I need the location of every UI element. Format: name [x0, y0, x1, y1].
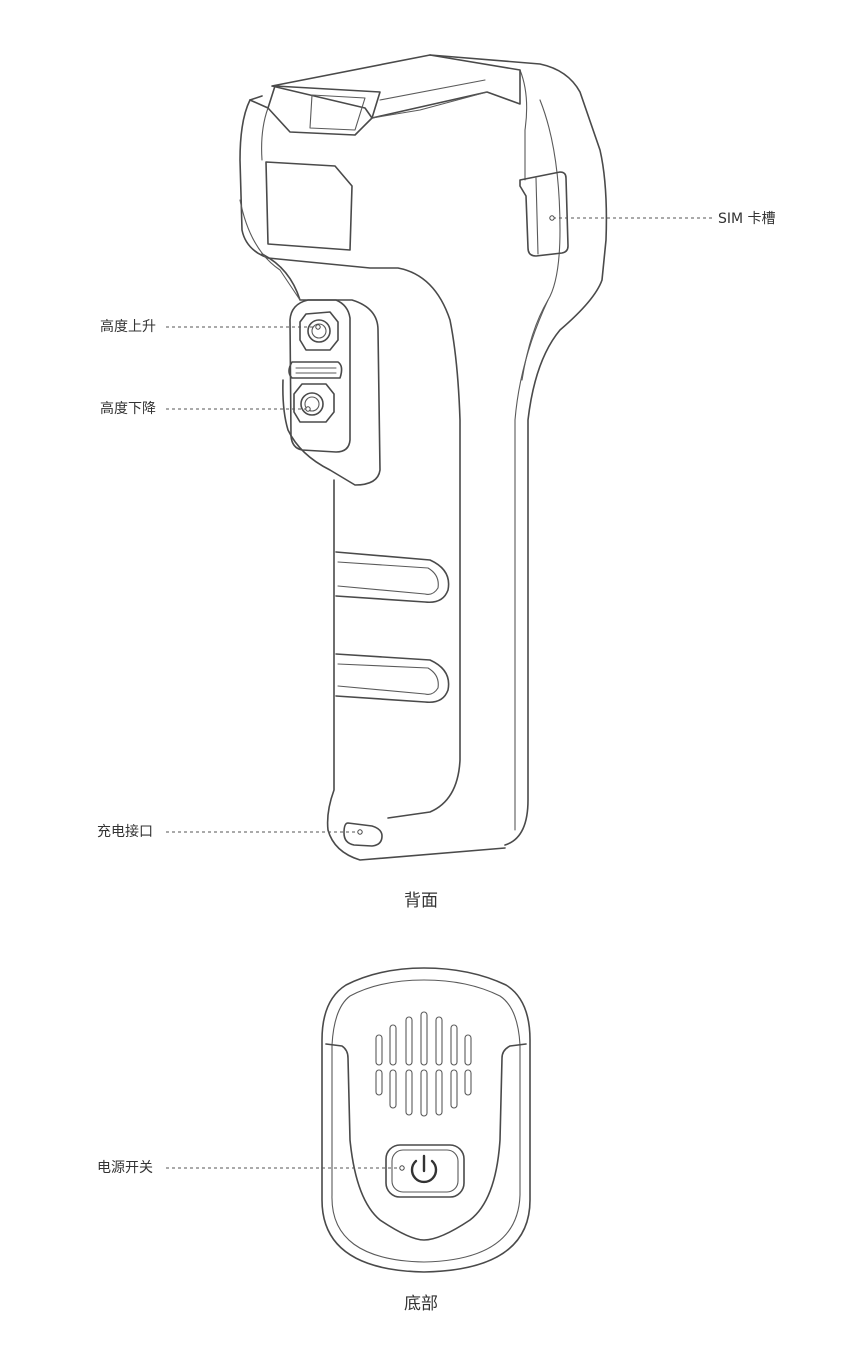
- leader-up: [166, 324, 321, 330]
- leader-down: [166, 406, 311, 412]
- power-button: [385, 1144, 465, 1198]
- speaker-grille: [375, 1011, 472, 1117]
- leader-charge: [166, 829, 363, 835]
- power-icon: [410, 1154, 438, 1184]
- sim-slot-label: SIM 卡槽: [718, 211, 776, 227]
- height-up-label: 高度上升: [100, 319, 156, 335]
- leader-sim: [549, 215, 712, 221]
- charging-port-label: 充电接口: [97, 824, 153, 840]
- bottom-view-caption: 底部: [404, 1294, 438, 1314]
- back-view-caption: 背面: [404, 891, 438, 911]
- power-switch-label: 电源开关: [97, 1160, 153, 1176]
- back-view-device: [239, 54, 608, 861]
- bottom-view-device: [321, 967, 531, 1273]
- height-down-label: 高度下降: [100, 401, 156, 417]
- leader-power: [166, 1165, 405, 1171]
